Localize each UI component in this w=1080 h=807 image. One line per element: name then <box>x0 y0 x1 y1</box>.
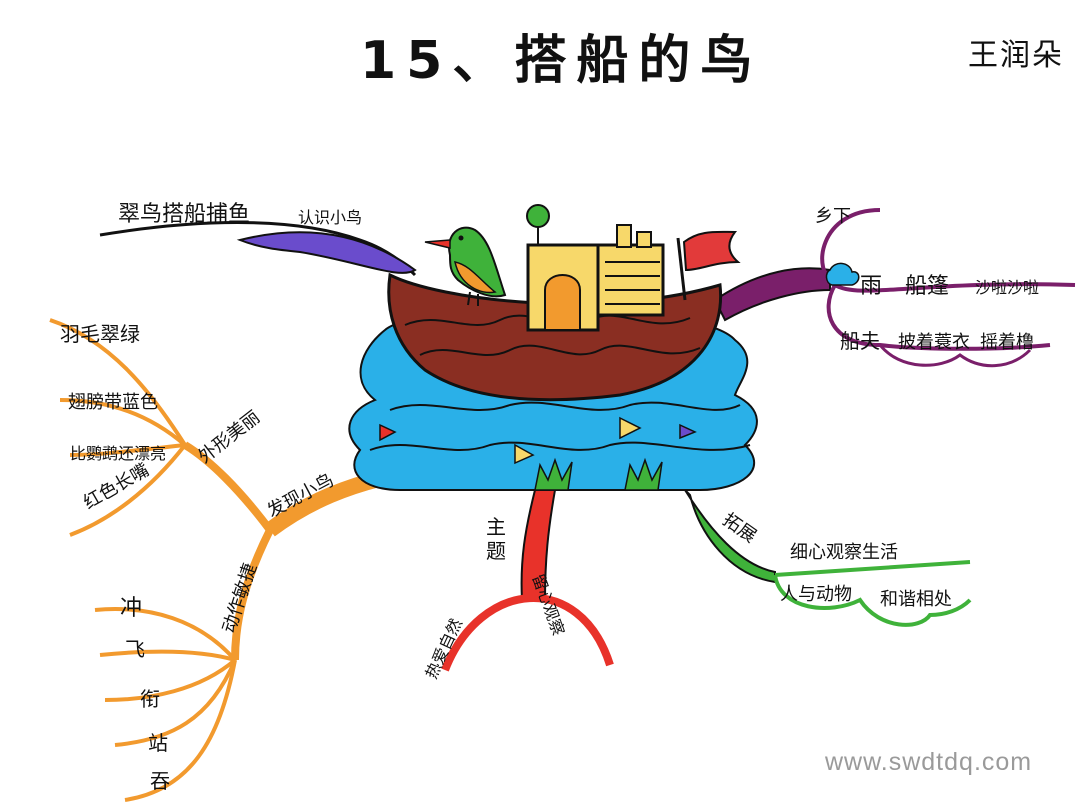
label-human-animal: 人与动物 <box>780 584 852 605</box>
branch-left-action <box>231 528 274 661</box>
watermark: www.swdtdq.com <box>825 748 1033 776</box>
bird-eye <box>458 235 464 241</box>
label-boat-canopy: 船篷 <box>905 274 950 299</box>
label-harmony: 和谐相处 <box>880 589 952 610</box>
label-boatman: 船夫 <box>840 329 880 353</box>
label-top-right-main: 乡下 <box>815 206 851 227</box>
label-action-3: 衔 <box>140 687 160 711</box>
label-top-left-sub: 认识小鸟 <box>298 208 363 227</box>
boat-wave-2 <box>419 344 701 356</box>
page-title: 15、搭船的鸟 <box>360 31 763 91</box>
branch-left-act-2 <box>99 649 236 662</box>
branch-left-act-4 <box>114 659 237 747</box>
label-raincoat: 披着蓑衣 <box>898 332 970 353</box>
branch-left-act-3 <box>104 658 237 702</box>
label-rain-sound: 沙啦沙啦 <box>975 278 1040 297</box>
grass-icon-1 <box>534 457 573 491</box>
branch-bottom-right-wave <box>773 574 972 627</box>
label-rain: 雨 <box>860 274 883 299</box>
fish-icon-3 <box>619 416 642 440</box>
branch-bottom-arch <box>441 594 614 672</box>
water-wave-2 <box>369 441 751 451</box>
branch-left-app-3 <box>69 443 186 457</box>
label-top-left-main: 翠鸟搭船捕鱼 <box>118 202 251 227</box>
fish-icon-1 <box>379 423 397 442</box>
branch-top-right-wave <box>878 344 1032 368</box>
flag-icon <box>682 230 741 272</box>
boat-lamp <box>526 204 550 228</box>
branch-top-right-curl2 <box>826 283 1051 351</box>
branch-left-act-5 <box>124 659 237 802</box>
branch-left-app-2 <box>59 398 187 447</box>
fish-icon-4 <box>679 423 697 440</box>
label-action-2: 飞 <box>125 637 145 661</box>
label-action-5: 吞 <box>150 769 170 793</box>
branch-top-right <box>713 267 831 322</box>
branch-left-appearance <box>182 441 274 533</box>
branch-bottom-right-line <box>774 560 971 577</box>
branch-left-app-1 <box>49 318 187 447</box>
grass-icon-2 <box>624 457 663 491</box>
branch-left-act-1 <box>94 607 237 662</box>
label-action-4: 站 <box>148 731 168 755</box>
label-appearance-2: 翅膀带蓝色 <box>68 392 158 413</box>
boat-door <box>544 274 581 331</box>
label-appearance-3: 比鹦鹉还漂亮 <box>70 444 167 463</box>
label-appearance-1: 羽毛翠绿 <box>60 322 140 346</box>
author-name: 王润朵 <box>968 38 1064 73</box>
label-oar: 摇着橹 <box>980 332 1034 353</box>
label-action-1: 冲 <box>120 596 143 621</box>
bird-beak <box>424 239 451 249</box>
rain-cloud-icon <box>825 262 860 286</box>
label-theme: 主题 <box>486 515 506 563</box>
flag-pole <box>676 237 687 301</box>
branch-top-left-fill <box>236 231 417 274</box>
branch-top-right-curl <box>820 208 1076 293</box>
label-observe-life: 细心观察生活 <box>790 542 898 563</box>
fish-icon-2 <box>514 443 535 465</box>
branch-left-app-4 <box>69 443 187 537</box>
water-wave-1 <box>389 401 741 411</box>
bird-belly <box>454 261 497 294</box>
